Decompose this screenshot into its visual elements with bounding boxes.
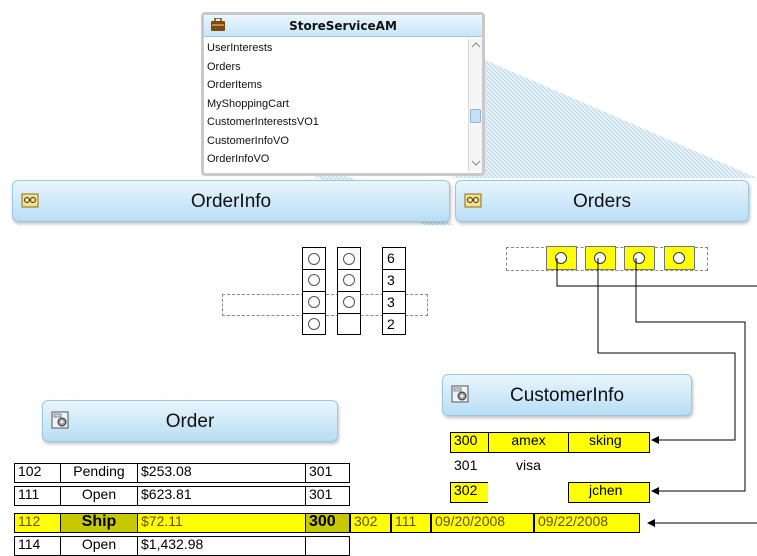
customer-id-cell: 301	[450, 457, 489, 478]
order-customer-cell: 301	[305, 463, 350, 483]
customer-user-cell: sking	[568, 432, 650, 453]
list-item[interactable]: OrderItems	[207, 79, 263, 91]
list-item[interactable]: Orders	[207, 60, 241, 73]
grid-column	[302, 247, 326, 335]
customer-card-cell: amex	[488, 432, 569, 453]
orders-key-box	[546, 246, 577, 270]
connector-line	[597, 258, 736, 444]
count-column: 6 3 3 2	[382, 247, 406, 335]
scrollbar[interactable]	[468, 39, 482, 171]
order-id-cell: 112	[14, 513, 61, 533]
customer-id-cell: 300	[450, 432, 489, 453]
app-module-title: StoreServiceAM	[289, 19, 397, 33]
view-object-icon	[464, 193, 482, 208]
app-module-title-bar: StoreServiceAM	[204, 15, 482, 37]
scrollbar-thumb[interactable]	[470, 109, 481, 123]
briefcase-icon	[211, 18, 225, 31]
customer-card-cell: visa	[488, 457, 569, 478]
customer-user-cell: jchen	[568, 482, 650, 503]
order-extra-cell: 302	[350, 513, 391, 533]
order-status-cell: Pending	[60, 463, 138, 483]
list-item[interactable]: UserInterests	[207, 42, 273, 54]
order-status-cell: Ship	[60, 513, 138, 533]
order-id-cell: 111	[14, 486, 61, 506]
orders-key-box	[624, 246, 655, 270]
order-customer-cell	[305, 536, 350, 556]
orderinfo-title: OrderInfo	[190, 191, 272, 212]
connector-line	[635, 258, 746, 495]
count-cell: 3	[387, 294, 395, 310]
order-title: Order	[165, 411, 215, 432]
customerinfo-title: CustomerInfo	[509, 385, 625, 406]
order-amount-cell: $253.08	[137, 463, 306, 483]
list-item[interactable]: CustomerInfoVO	[207, 134, 289, 147]
orders-view-header[interactable]: Orders	[455, 180, 749, 222]
app-module-list[interactable]: UserInterests Orders OrderItems MyShoppi…	[207, 39, 465, 171]
order-customer-cell: 300	[305, 513, 350, 533]
order-extra-cell: 111	[391, 513, 431, 533]
grid-column	[337, 247, 361, 335]
list-item[interactable]: CustomerInterestsVO1	[207, 116, 319, 128]
order-view-header[interactable]: Order	[42, 400, 338, 442]
scroll-up-icon[interactable]	[471, 41, 481, 49]
orders-title: Orders	[572, 191, 632, 212]
order-extra-cell: 09/20/2008	[431, 513, 534, 533]
customerinfo-view-header[interactable]: CustomerInfo	[442, 374, 692, 416]
orders-key-box	[585, 246, 616, 270]
list-item[interactable]: OrderInfoVO	[207, 153, 270, 165]
order-status-cell: Open	[60, 486, 138, 506]
connector-line	[556, 258, 757, 287]
app-module-panel: StoreServiceAM UserInterests Orders Orde…	[201, 12, 485, 176]
count-cell: 2	[387, 316, 395, 332]
order-id-cell: 114	[14, 536, 61, 556]
scroll-down-icon[interactable]	[471, 159, 481, 167]
gear-view-icon	[451, 385, 469, 403]
order-id-cell: 102	[14, 463, 61, 483]
count-cell: 3	[387, 272, 395, 288]
orders-key-box	[664, 246, 695, 270]
order-amount-cell: $1,432.98	[137, 536, 306, 556]
count-cell: 6	[387, 250, 395, 266]
view-object-icon	[21, 193, 39, 208]
orderinfo-view-header[interactable]: OrderInfo	[12, 180, 450, 222]
order-status-cell: Open	[60, 536, 138, 556]
list-item[interactable]: MyShoppingCart	[207, 97, 289, 110]
gear-view-icon	[51, 411, 69, 429]
customer-id-cell: 302	[450, 482, 489, 503]
order-amount-cell: $72.11	[137, 513, 306, 533]
customer-user-cell	[568, 457, 650, 478]
order-extra-cell: 09/22/2008	[534, 513, 640, 533]
customer-card-cell	[488, 482, 569, 503]
order-amount-cell: $623.81	[137, 486, 306, 506]
order-customer-cell: 301	[305, 486, 350, 506]
